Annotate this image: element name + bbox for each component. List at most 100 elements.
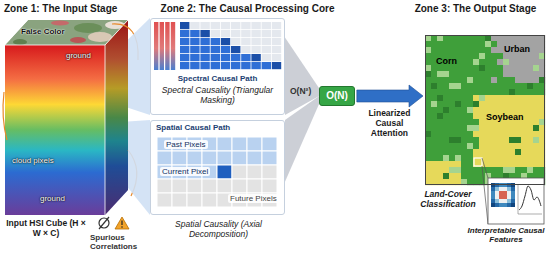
map-pixel bbox=[431, 47, 437, 53]
cube-front-face bbox=[5, 45, 105, 215]
triangular-mask bbox=[154, 22, 281, 70]
complexity-label: O(N²) bbox=[290, 87, 311, 97]
map-pixel bbox=[437, 137, 443, 143]
map-pixel bbox=[491, 95, 497, 101]
map-pixel bbox=[437, 101, 443, 107]
map-pixel bbox=[431, 71, 437, 77]
map-pixel bbox=[461, 65, 467, 71]
heatmap-cell bbox=[503, 203, 507, 207]
map-pixel bbox=[521, 89, 527, 95]
map-pixel bbox=[449, 113, 455, 119]
map-pixel bbox=[515, 65, 521, 71]
map-pixel bbox=[461, 143, 467, 149]
map-pixel bbox=[449, 149, 455, 155]
mask-cell bbox=[251, 30, 260, 37]
map-pixel bbox=[527, 113, 533, 119]
map-pixel bbox=[479, 149, 485, 155]
complexity-label: O(N) bbox=[326, 90, 348, 102]
pixel-cell bbox=[217, 165, 232, 179]
map-pixel bbox=[503, 149, 509, 155]
mask-cell bbox=[190, 38, 199, 45]
map-pixel bbox=[533, 41, 539, 47]
map-pixel bbox=[491, 41, 497, 47]
pixel-cell bbox=[202, 193, 217, 207]
output-caption: Land-Cover Classification bbox=[418, 190, 478, 210]
pixel-cell bbox=[262, 137, 277, 151]
mask-cell bbox=[221, 46, 230, 53]
field-patch bbox=[13, 39, 27, 45]
map-pixel bbox=[497, 155, 503, 161]
pixel-cell bbox=[262, 151, 277, 165]
map-pixel bbox=[491, 101, 497, 107]
map-pixel bbox=[467, 125, 473, 131]
map-pixel bbox=[497, 47, 503, 53]
map-pixel bbox=[431, 161, 437, 167]
spectral-panel: Spectral Causal PathSpectral Causality (… bbox=[150, 18, 285, 115]
map-pixel bbox=[491, 149, 497, 155]
mask-cell bbox=[251, 54, 260, 61]
heatmap-cell bbox=[503, 187, 507, 191]
map-pixel bbox=[461, 149, 467, 155]
map-pixel bbox=[473, 59, 479, 65]
map-pixel bbox=[455, 77, 461, 83]
map-pixel bbox=[497, 59, 503, 65]
map-pixel bbox=[461, 95, 467, 101]
map-pixel bbox=[527, 95, 533, 101]
mask-cell bbox=[221, 38, 230, 45]
map-pixel bbox=[449, 173, 455, 179]
map-pixel bbox=[491, 53, 497, 59]
map-pixel bbox=[479, 107, 485, 113]
empty-set-icon bbox=[99, 218, 109, 228]
map-pixel bbox=[455, 137, 461, 143]
heatmap-cell bbox=[507, 199, 511, 203]
pixel-cell bbox=[187, 193, 202, 207]
heatmap-cell bbox=[495, 191, 499, 195]
heatmap-cell bbox=[511, 183, 515, 187]
map-pixel bbox=[461, 59, 467, 65]
map-pixel bbox=[485, 95, 491, 101]
map-pixel bbox=[533, 119, 539, 125]
heatmap-cell bbox=[495, 195, 499, 199]
map-pixel bbox=[431, 77, 437, 83]
map-pixel bbox=[491, 155, 497, 161]
map-pixel bbox=[437, 155, 443, 161]
map-pixel bbox=[491, 137, 497, 143]
pixel-cell bbox=[172, 179, 187, 193]
mask-cell bbox=[200, 22, 209, 29]
false-color-ground bbox=[5, 20, 128, 45]
map-pixel bbox=[461, 119, 467, 125]
map-pixel bbox=[521, 149, 527, 155]
map-pixel bbox=[503, 155, 509, 161]
map-pixel bbox=[455, 125, 461, 131]
map-pixel bbox=[503, 131, 509, 137]
mask-cell bbox=[231, 30, 240, 37]
map-pixel bbox=[455, 161, 461, 167]
cloud-patch bbox=[88, 32, 112, 42]
map-pixel bbox=[497, 149, 503, 155]
map-pixel bbox=[527, 107, 533, 113]
map-pixel bbox=[443, 95, 449, 101]
map-pixel bbox=[437, 125, 443, 131]
panel-caption: Spatial Causality (Axial Decomposition) bbox=[151, 220, 286, 240]
map-pixel bbox=[461, 155, 467, 161]
map-pixel bbox=[533, 125, 539, 131]
edge-label: Linearized Causal Attention bbox=[356, 109, 423, 138]
map-pixel bbox=[485, 149, 491, 155]
pixel-cell bbox=[202, 151, 217, 165]
mask-cell bbox=[221, 62, 230, 69]
map-pixel bbox=[443, 101, 449, 107]
map-pixel bbox=[509, 59, 515, 65]
heatmap-cell bbox=[491, 199, 495, 203]
map-pixel bbox=[431, 119, 437, 125]
map-pixel bbox=[515, 83, 521, 89]
map-pixel bbox=[431, 101, 437, 107]
map-pixel bbox=[437, 173, 443, 179]
mask-cell bbox=[180, 54, 189, 61]
mask-cell bbox=[211, 38, 220, 45]
map-pixel bbox=[479, 47, 485, 53]
map-pixel bbox=[503, 77, 509, 83]
map-pixel bbox=[497, 83, 503, 89]
heatmap-cell bbox=[507, 187, 511, 191]
map-pixel bbox=[515, 137, 521, 143]
